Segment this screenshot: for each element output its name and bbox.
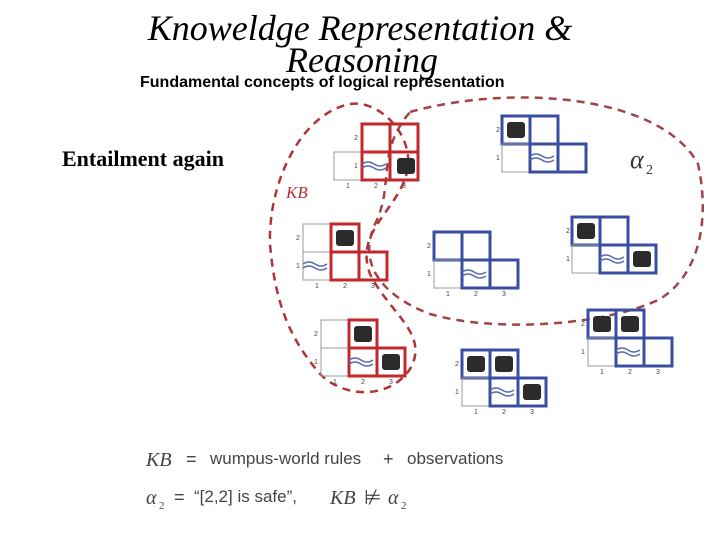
col-label: 2 [474,291,478,298]
row-label: 1 [496,155,500,162]
row-label: 1 [296,263,300,270]
legend-plus: + [383,449,394,469]
row-label: 1 [566,256,570,263]
legend-alpha: α [146,487,157,509]
legend-alpha-sub: 2 [159,500,165,512]
pit-icon [633,251,651,267]
pit-icon [621,316,639,332]
col-label: 3 [371,283,375,290]
slide-title-line2: Reasoning [286,40,438,80]
pit-icon [354,326,372,342]
pit-icon [577,223,595,239]
col-label: 2 [374,183,378,190]
row-label: 2 [496,127,500,134]
pit-icon [495,356,513,372]
row-label: 1 [455,389,459,396]
row-label: 2 [296,235,300,242]
row-label: 1 [581,349,585,356]
col-label: 1 [474,409,478,416]
kb-label: KB [285,183,308,202]
pit-icon [467,356,485,372]
col-label: 1 [346,183,350,190]
world-grid-2: 2 1 [496,114,588,174]
col-label: 2 [628,369,632,376]
row-label: 2 [314,331,318,338]
col-label: 2 [343,283,347,290]
alpha2-region-outline [368,96,704,326]
entailment-figure: 2 1 1 2 3 2 1 α 2 KB 2 1 1 2 3 [140,84,705,524]
pit-icon [336,230,354,246]
legend-text2: observations [407,449,503,468]
slide-title-line1: Knoweldge Representation & [147,8,573,48]
world-grid-6: 2 1 1 2 3 [314,318,407,386]
legend-quote: “[2,2] is safe”, [194,487,297,506]
row-label: 2 [427,243,431,250]
legend-line-1: KB = wumpus-world rules + observations [145,449,503,471]
kb-region-outline [268,102,417,394]
col-label: 3 [656,369,660,376]
legend-eq2: = [174,487,185,507]
legend-notentails: ⊭ [364,487,381,509]
world-grid-4: 2 1 1 2 3 [427,230,520,298]
legend-eq: = [186,449,197,469]
legend-kb: KB [145,449,172,471]
row-label: 2 [354,135,358,142]
world-grid-1: 2 1 1 2 3 [333,122,420,190]
legend-text: wumpus-world rules [209,449,361,468]
row-label: 2 [455,361,459,368]
row-label: 2 [566,228,570,235]
pit-icon [593,316,611,332]
pit-icon [523,384,541,400]
col-label: 1 [446,291,450,298]
legend-alpha2: α [388,487,399,509]
col-label: 3 [402,183,406,190]
side-label: Entailment again [62,146,224,171]
col-label: 3 [389,379,393,386]
world-grid-8: 2 1 1 2 3 [581,308,674,376]
world-grid-7: 2 1 1 2 3 [455,348,548,416]
world-grid-5: 2 1 [566,215,658,275]
col-label: 1 [315,283,319,290]
row-label: 1 [427,271,431,278]
alpha-subscript: 2 [646,163,653,178]
world-grid-3: 2 1 1 2 3 [296,222,389,290]
col-label: 2 [361,379,365,386]
pit-icon [397,158,415,174]
pit-icon [382,354,400,370]
row-label: 1 [354,163,358,170]
slide-title: Knoweldge Representation & Reasoning [0,6,720,82]
slide-subtitle: Fundamental concepts of logical represen… [140,74,505,91]
col-label: 1 [333,379,337,386]
legend-line-2: α 2 = “[2,2] is safe”, KB ⊭ α 2 [146,487,407,512]
pit-icon [507,122,525,138]
row-label: 1 [314,359,318,366]
row-label: 2 [581,321,585,328]
col-label: 1 [600,369,604,376]
col-label: 3 [530,409,534,416]
legend-alpha2-sub: 2 [401,500,407,512]
alpha-label: α [630,145,645,174]
col-label: 2 [502,409,506,416]
col-label: 3 [502,291,506,298]
legend-kb2: KB [329,487,356,509]
